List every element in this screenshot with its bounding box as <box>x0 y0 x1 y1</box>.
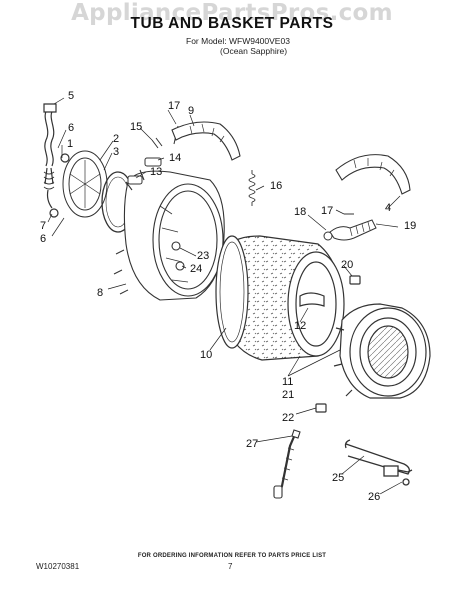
page-title: TUB AND BASKET PARTS <box>130 15 334 32</box>
callout-23: 23 <box>197 250 209 262</box>
rear-tub-cover <box>62 150 135 233</box>
callout-19: 19 <box>404 220 416 232</box>
callout-20: 20 <box>341 259 353 271</box>
spring-16 <box>248 170 256 206</box>
callout-4: 4 <box>385 202 391 214</box>
callout-5: 5 <box>68 90 74 102</box>
callout-9: 9 <box>188 105 194 117</box>
callout-21: 21 <box>282 389 294 401</box>
variant-line: (Ocean Sapphire) <box>220 46 288 56</box>
callout-1: 1 <box>67 138 73 150</box>
small-sensor-parts <box>127 125 179 185</box>
watermark-text: AppliancePartsPros.com <box>71 0 393 26</box>
callout-labels: 5 6 1 7 6 2 3 15 17 9 14 13 16 18 17 4 1… <box>40 90 416 503</box>
callout-14: 14 <box>169 152 181 164</box>
callout-15: 15 <box>130 121 142 133</box>
vent-hose-19 <box>323 213 377 241</box>
callout-2: 2 <box>113 133 119 145</box>
callout-27: 27 <box>246 438 258 450</box>
callout-11: 11 <box>282 376 293 388</box>
pressure-hose-27 <box>273 429 301 499</box>
callout-6: 6 <box>68 122 74 134</box>
counterweight-4 <box>335 154 411 195</box>
counterweight-9 <box>171 121 241 161</box>
page-number: 7 <box>228 562 233 571</box>
callout-17: 17 <box>321 205 333 217</box>
callout-16: 16 <box>270 180 282 192</box>
leader-lines <box>47 97 403 495</box>
callout-12: 12 <box>294 320 306 332</box>
heater-element-25 <box>344 439 413 486</box>
wash-basket <box>215 235 345 361</box>
rear-tub-half <box>113 169 225 301</box>
model-line: For Model: WFW9400VE03 <box>186 36 290 46</box>
callout-24: 24 <box>190 263 202 275</box>
callout-6: 6 <box>40 233 46 245</box>
hose-assembly <box>43 103 70 218</box>
callout-13: 13 <box>150 166 162 178</box>
document-number: W10270381 <box>36 562 80 571</box>
callout-26: 26 <box>368 491 380 503</box>
callout-8: 8 <box>97 287 103 299</box>
callout-10: 10 <box>200 349 212 361</box>
callout-17: 17 <box>168 100 180 112</box>
callout-25: 25 <box>332 472 344 484</box>
callout-18: 18 <box>294 206 306 218</box>
callout-7: 7 <box>40 220 46 232</box>
callout-3: 3 <box>113 146 119 158</box>
callout-22: 22 <box>282 412 294 424</box>
ordering-info-note: FOR ORDERING INFORMATION REFER TO PARTS … <box>137 553 327 559</box>
front-tub-half <box>315 275 431 413</box>
